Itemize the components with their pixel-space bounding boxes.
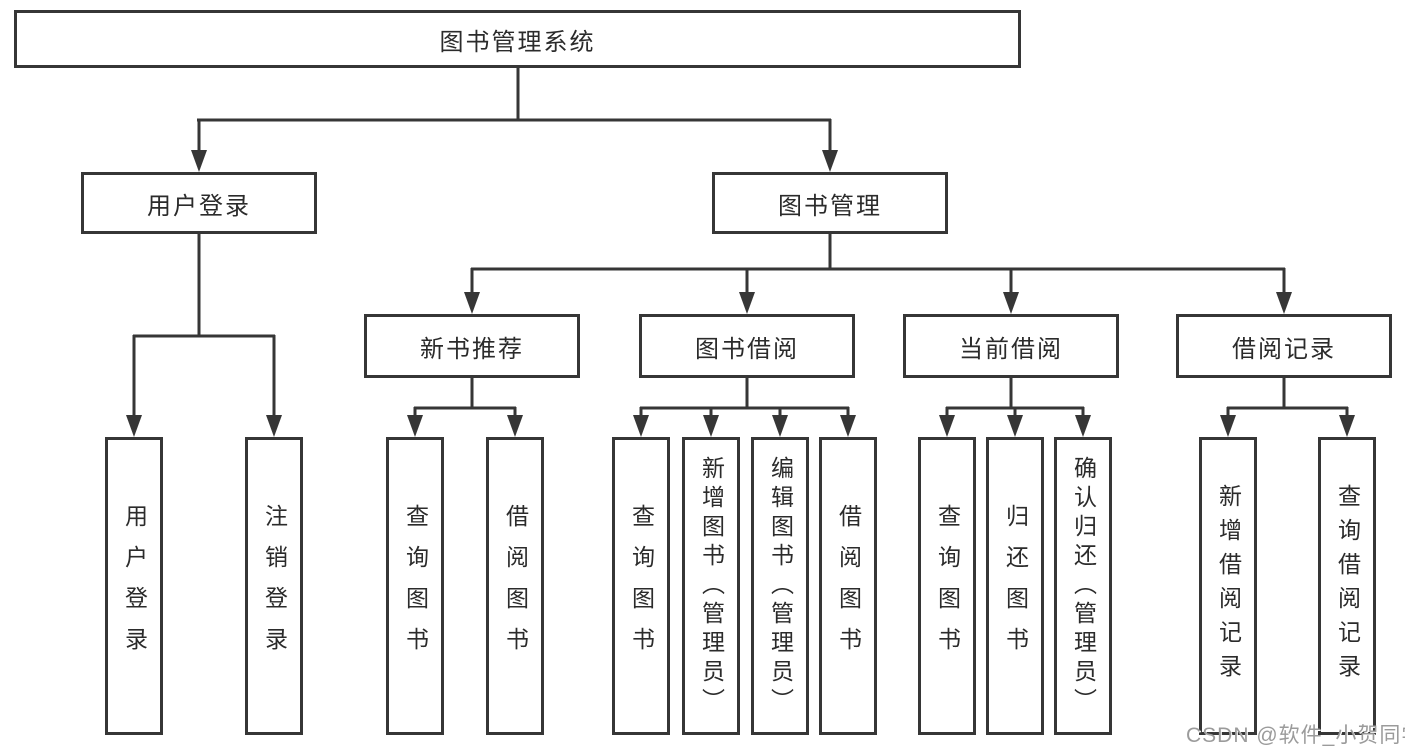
- leaf-logout-label: 注销登录: [261, 504, 288, 668]
- node-current-borrow: 当前借阅: [903, 314, 1119, 378]
- leaf-current-confirm-return-admin: 确认归还（管理员）: [1054, 437, 1112, 735]
- node-borrow-records: 借阅记录: [1176, 314, 1392, 378]
- leaf-borrow-add-books-admin-label: 新增图书（管理员）: [698, 455, 725, 717]
- leaf-recommend-borrow-books: 借阅图书: [486, 437, 544, 735]
- leaf-borrow-borrow-books: 借阅图书: [819, 437, 877, 735]
- node-book-borrow: 图书借阅: [639, 314, 855, 378]
- leaf-current-confirm-return-admin-label: 确认归还（管理员）: [1070, 455, 1097, 717]
- leaf-records-query-record-label: 查询借阅记录: [1334, 484, 1361, 688]
- leaf-current-return-books-label: 归还图书: [1002, 504, 1029, 668]
- arrowheads: [126, 150, 1355, 437]
- leaf-records-add-record: 新增借阅记录: [1199, 437, 1257, 735]
- leaf-records-query-record: 查询借阅记录: [1318, 437, 1376, 735]
- leaf-current-return-books: 归还图书: [986, 437, 1044, 735]
- leaf-user-login: 用户登录: [105, 437, 163, 735]
- node-new-book-recommend: 新书推荐: [364, 314, 580, 378]
- leaf-records-add-record-label: 新增借阅记录: [1215, 484, 1242, 688]
- node-book-management: 图书管理: [712, 172, 948, 234]
- leaf-recommend-query-books: 查询图书: [386, 437, 444, 735]
- watermark-text: CSDN @软件_小贺同学: [1186, 724, 1405, 747]
- leaf-recommend-query-books-label: 查询图书: [402, 504, 429, 668]
- leaf-current-query-books: 查询图书: [918, 437, 976, 735]
- leaf-user-login-label: 用户登录: [121, 504, 148, 668]
- leaf-borrow-edit-books-admin: 编辑图书（管理员）: [751, 437, 809, 735]
- leaf-current-query-books-label: 查询图书: [934, 504, 961, 668]
- leaf-borrow-query-books-label: 查询图书: [628, 504, 655, 668]
- leaf-borrow-edit-books-admin-label: 编辑图书（管理员）: [767, 455, 794, 717]
- node-user-login: 用户登录: [81, 172, 317, 234]
- leaf-borrow-query-books: 查询图书: [612, 437, 670, 735]
- leaf-recommend-borrow-books-label: 借阅图书: [502, 504, 529, 668]
- leaf-borrow-add-books-admin: 新增图书（管理员）: [682, 437, 740, 735]
- leaf-logout: 注销登录: [245, 437, 303, 735]
- node-root: 图书管理系统: [14, 10, 1021, 68]
- leaf-borrow-borrow-books-label: 借阅图书: [835, 504, 862, 668]
